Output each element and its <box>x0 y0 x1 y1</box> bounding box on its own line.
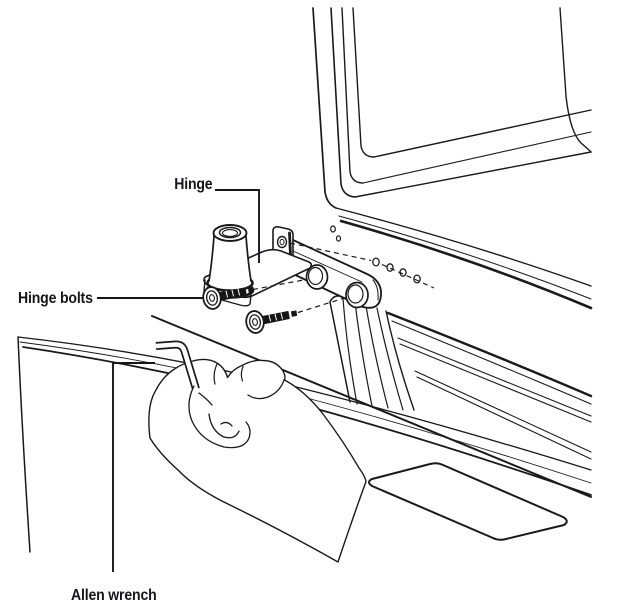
allen-wrench-tool <box>155 340 200 391</box>
hinge-bolts-label: Hinge bolts <box>18 290 93 307</box>
hinge-bolt-2 <box>245 310 298 334</box>
mounting-holes <box>372 257 421 284</box>
knuckle-crease <box>240 365 244 382</box>
hinge-label: Hinge <box>173 176 212 193</box>
door-plate <box>368 462 568 541</box>
allen-wrench-leader-line <box>112 362 155 572</box>
leader-lines <box>97 189 260 572</box>
index-finger-line <box>213 363 218 385</box>
appliance-body <box>312 7 593 460</box>
allen-wrench-label: Allen wrench <box>71 587 157 604</box>
hinge-bracket-arm <box>280 239 382 309</box>
hinge-bolt-1 <box>202 286 255 310</box>
hinge-assembly <box>203 224 382 309</box>
vent-slats <box>386 311 593 460</box>
alignment-dashed-lines <box>252 242 435 314</box>
curled-fingers <box>188 379 285 449</box>
frame-member-holes <box>330 225 342 242</box>
cabinet-corner-post <box>329 295 415 411</box>
hinge-leader-line <box>215 189 260 263</box>
